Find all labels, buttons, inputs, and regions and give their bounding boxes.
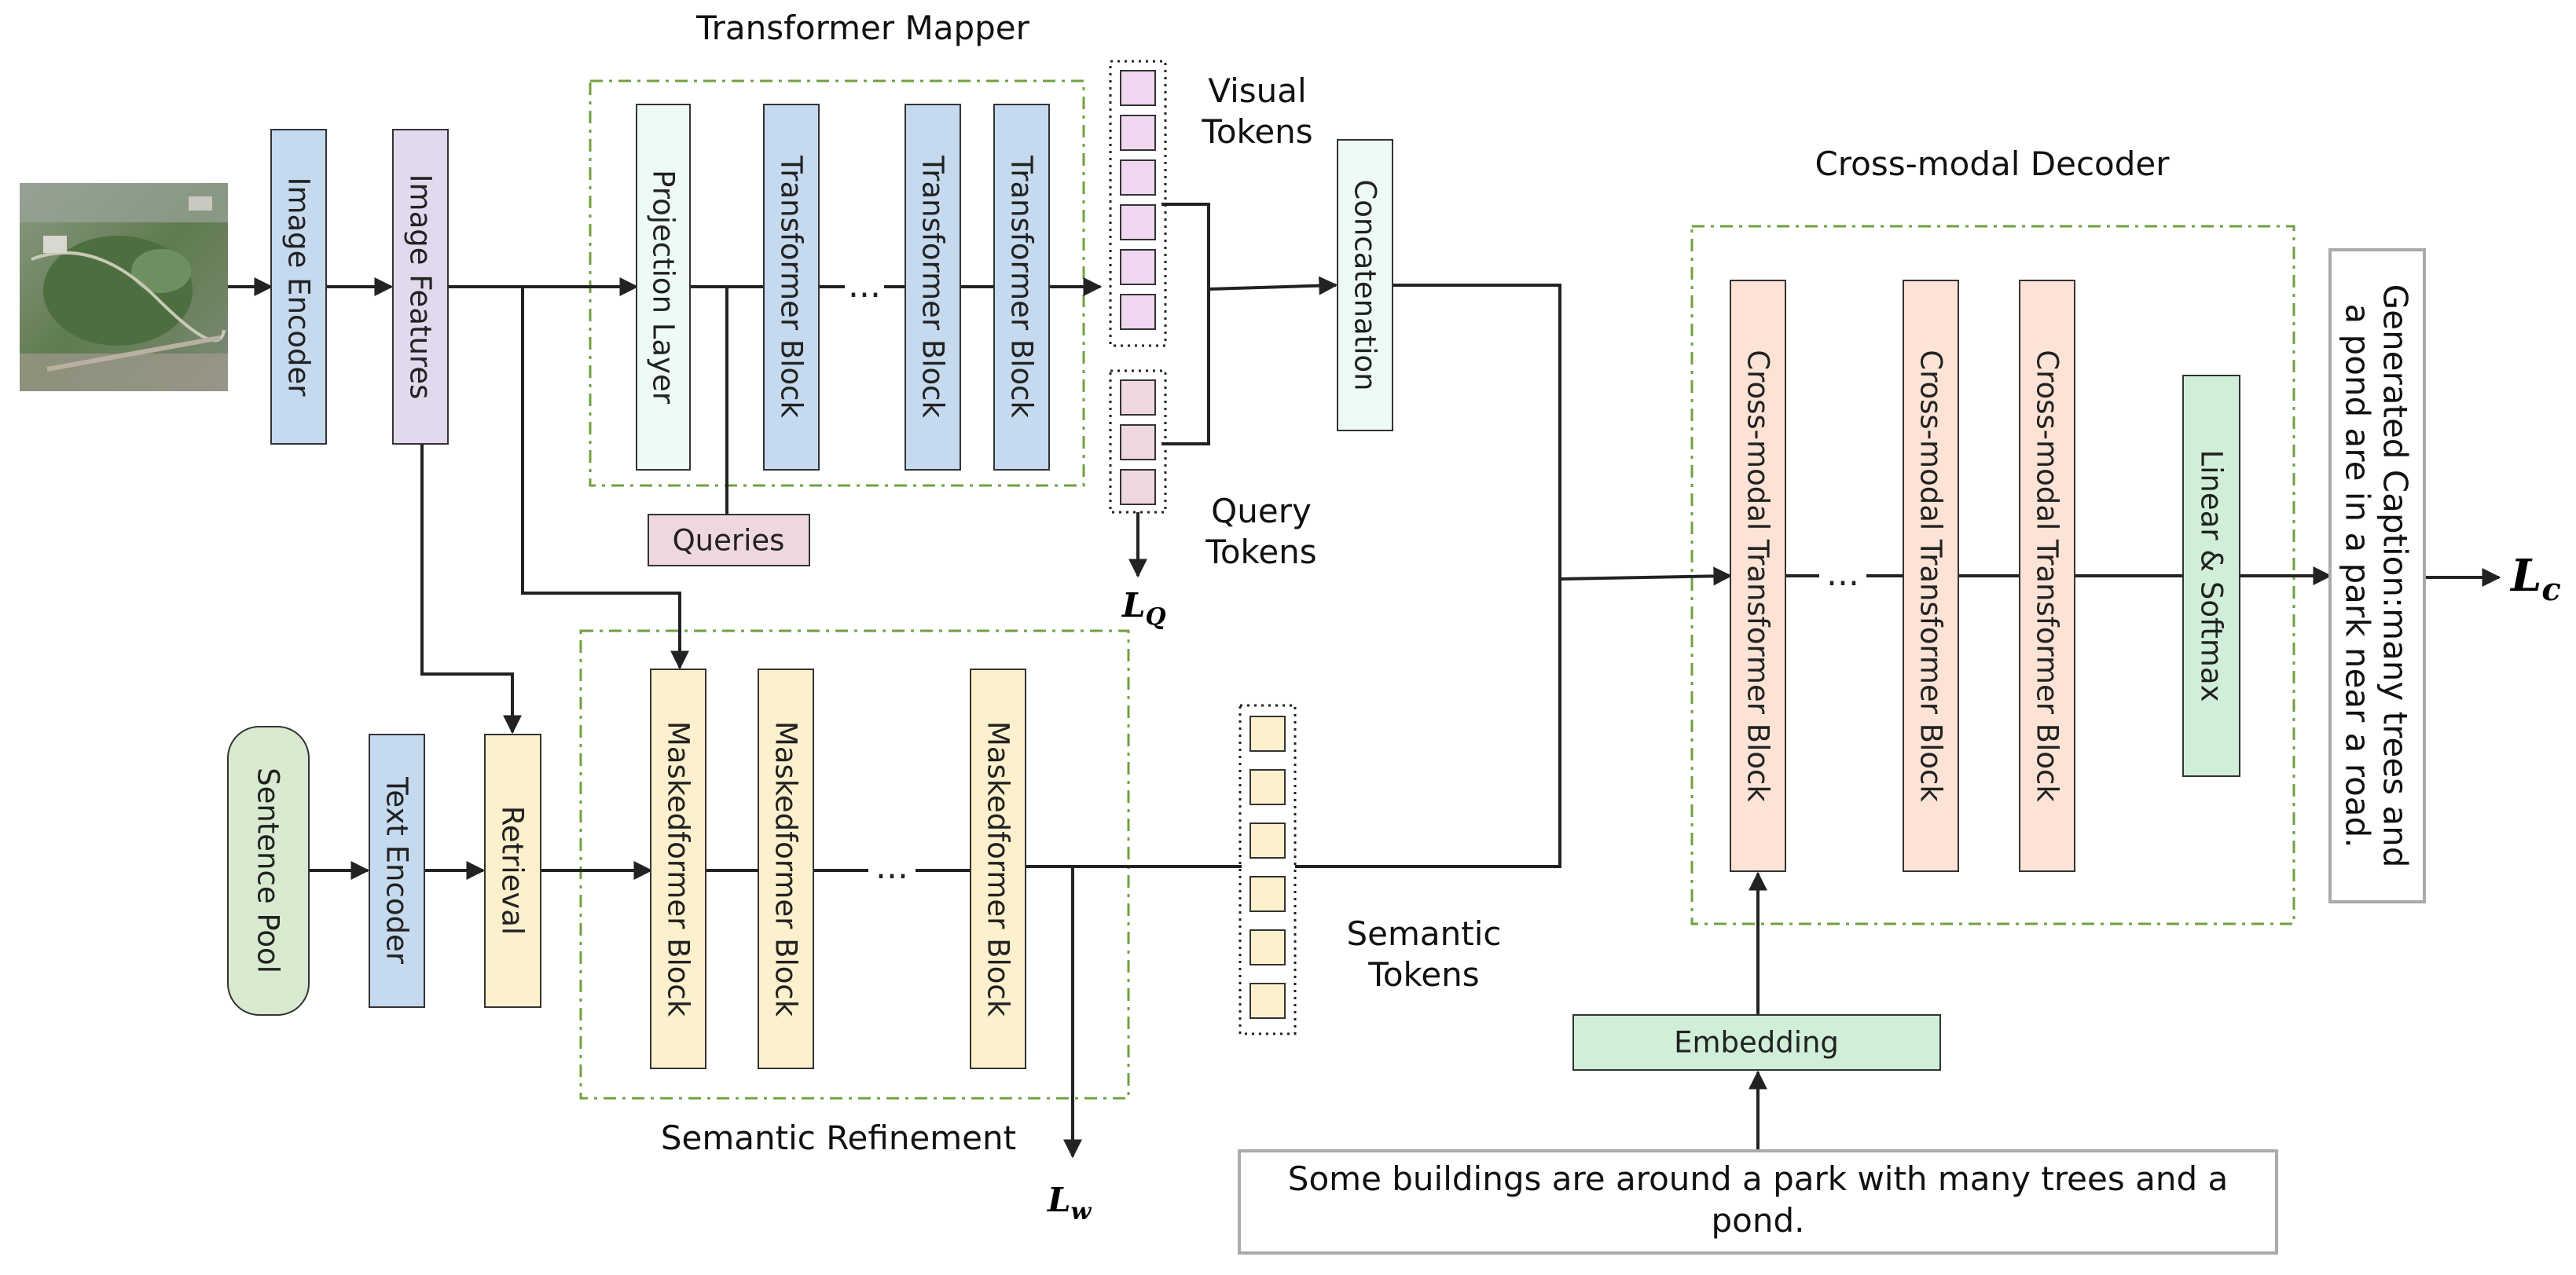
semantic-tokens-label-line2: Tokens [1367, 955, 1479, 994]
semantic-token [1249, 929, 1286, 965]
transformer-mapper-title: Transformer Mapper [695, 9, 1030, 47]
text-encoder-label: Text Encoder [380, 776, 414, 965]
image-features-label: Image Features [404, 174, 438, 400]
generated-caption-line1: Generated Caption:many trees and [2376, 284, 2415, 868]
visual-token [1120, 294, 1156, 330]
projection-layer-label: Projection Layer [647, 170, 681, 405]
query-token [1120, 469, 1156, 505]
linear-softmax-block: Linear & Softmax [2182, 375, 2240, 777]
maskedformer-block-1: Maskedformer Block [650, 669, 706, 1069]
input-sentence-line2: pond. [1712, 1201, 1805, 1240]
arrow-tokens-to-concatenation [1208, 276, 1338, 295]
semantic-token [1249, 716, 1286, 752]
loss-lq-sub: Q [1146, 603, 1166, 631]
transformer-block-1: Transformer Block [763, 104, 820, 471]
maskedformer-block-3-label: Maskedformer Block [982, 721, 1015, 1017]
aerial-input-image [20, 183, 228, 391]
semantic-refinement-region [579, 629, 1130, 1100]
line-visual-token-bracket [1161, 203, 1210, 445]
query-tokens-label-line2: Tokens [1205, 533, 1316, 571]
concatenation-block: Concatenation [1337, 139, 1393, 431]
maskedformer-block-2: Maskedformer Block [758, 669, 814, 1069]
semantic-tokens [1238, 704, 1297, 1035]
cross-modal-block-3-label: Cross-modal Transformer Block [2031, 350, 2064, 802]
transformer-block-2: Transformer Block [905, 104, 961, 471]
cross-modal-block-3: Cross-modal Transformer Block [2019, 280, 2075, 872]
visual-tokens [1109, 60, 1167, 347]
query-tokens-label-line1: Query [1211, 492, 1312, 530]
loss-lw-sub: w [1071, 1198, 1092, 1226]
loss-lq-base: L [1121, 586, 1146, 625]
cross-modal-block-2: Cross-modal Transformer Block [1903, 280, 1959, 872]
loss-lc-base: L [2509, 550, 2541, 602]
semantic-token [1249, 769, 1286, 805]
maskedformer-block-3: Maskedformer Block [970, 669, 1026, 1069]
generated-caption-line2: a pond are in a park near a road. [2339, 303, 2377, 848]
semantic-token [1249, 983, 1286, 1019]
cross-modal-decoder-title: Cross-modal Decoder [1815, 145, 2170, 183]
embedding-block: Embedding [1572, 1014, 1941, 1071]
retrieval-block: Retrieval [484, 734, 541, 1008]
transformer-mapper-region [589, 79, 1085, 487]
query-tokens [1109, 369, 1167, 514]
linear-softmax-label: Linear & Softmax [2195, 450, 2229, 702]
loss-lw: Lw [1047, 1181, 1092, 1226]
visual-tokens-label-line2: Tokens [1201, 112, 1312, 151]
semantic-refinement-title: Semantic Refinement [661, 1119, 1016, 1157]
visual-token [1120, 115, 1156, 151]
visual-token [1120, 70, 1156, 106]
visual-token [1120, 159, 1156, 196]
projection-layer-block: Projection Layer [636, 104, 691, 471]
maskedformer-block-1-label: Maskedformer Block [662, 721, 695, 1017]
arrow-features-to-maskedformer [521, 287, 689, 670]
arrow-merge-to-decoder [1559, 566, 1733, 586]
semantic-token [1249, 823, 1286, 859]
input-sentence-line1: Some buildings are around a park with ma… [1288, 1160, 2228, 1198]
retrieval-label: Retrieval [496, 806, 530, 935]
line-concatenation-to-merge [1393, 284, 1561, 577]
queries-label: Queries [673, 524, 785, 558]
visual-token [1120, 204, 1156, 240]
image-encoder-block: Image Encoder [270, 129, 327, 445]
loss-lc: Lc [2509, 550, 2561, 608]
loss-lc-sub: c [2541, 571, 2560, 608]
loss-lw-base: L [1047, 1181, 1071, 1219]
queries-block: Queries [648, 514, 810, 566]
loss-lq: LQ [1121, 586, 1166, 631]
maskedformer-ellipsis: ... [875, 847, 908, 887]
sentence-pool-block: Sentence Pool [227, 726, 310, 1016]
embedding-label: Embedding [1674, 1026, 1839, 1060]
connections [228, 203, 2501, 1159]
cross-modal-block-1-label: Cross-modal Transformer Block [1741, 350, 1775, 802]
visual-tokens-label-line1: Visual [1208, 71, 1306, 110]
input-sentence-box: Some buildings are around a park with ma… [1238, 1149, 2278, 1255]
transformer-block-2-label: Transformer Block [916, 155, 950, 418]
maskedformer-block-2-label: Maskedformer Block [769, 721, 803, 1017]
semantic-token [1249, 876, 1286, 912]
cross-modal-block-1: Cross-modal Transformer Block [1730, 280, 1786, 872]
query-token [1120, 424, 1156, 460]
line-semantic-to-merge [1295, 577, 1561, 868]
transformer-ellipsis: ... [848, 266, 881, 306]
query-token [1120, 379, 1156, 416]
image-encoder-label: Image Encoder [282, 178, 316, 398]
concatenation-label: Concatenation [1349, 179, 1382, 390]
image-features-block: Image Features [392, 129, 449, 445]
visual-token [1120, 249, 1156, 285]
text-encoder-block: Text Encoder [369, 734, 425, 1008]
arrow-features-to-retrieval [420, 444, 522, 735]
sentence-pool-label: Sentence Pool [251, 768, 285, 973]
cross-modal-block-2-label: Cross-modal Transformer Block [1914, 350, 1948, 802]
semantic-tokens-label-line1: Semantic [1347, 914, 1502, 953]
decoder-ellipsis: ... [1826, 554, 1859, 594]
generated-caption-box: Generated Caption:many trees and a pond … [2328, 248, 2426, 903]
transformer-block-1-label: Transformer Block [775, 155, 809, 418]
transformer-block-3-label: Transformer Block [1005, 155, 1039, 418]
transformer-block-3: Transformer Block [993, 104, 1050, 471]
